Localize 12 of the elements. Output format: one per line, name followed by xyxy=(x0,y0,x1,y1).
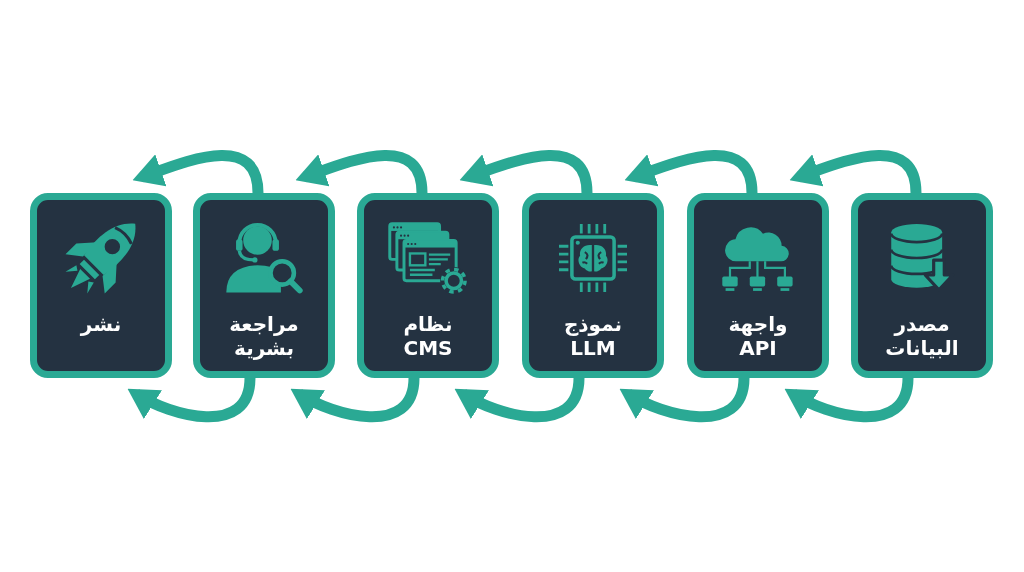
step-label: مراجعة بشرية xyxy=(229,312,299,361)
step-card xyxy=(522,193,664,378)
step-card xyxy=(851,193,993,378)
step-card xyxy=(30,193,172,378)
step-label: نموذج LLM xyxy=(563,312,623,361)
step-card xyxy=(357,193,499,378)
step-label: مصدر البيانات xyxy=(885,312,959,361)
step-card xyxy=(193,193,335,378)
step-label: واجهة API xyxy=(728,312,788,361)
step-card xyxy=(687,193,829,378)
step-label: نظام CMS xyxy=(403,312,453,361)
step-label: نشر xyxy=(80,312,122,337)
